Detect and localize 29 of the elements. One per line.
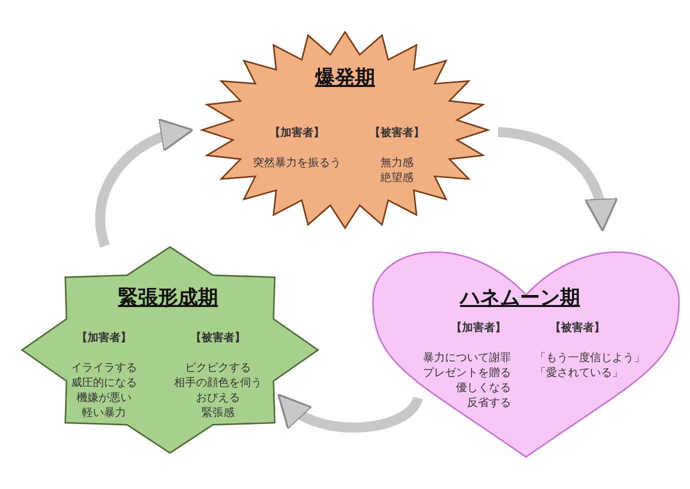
list-item: 絶望感	[380, 170, 414, 185]
phase-title: ハネムーン期	[460, 285, 580, 309]
list-item: 「愛されている」	[535, 365, 623, 380]
role-heading: 【被害者】	[190, 330, 246, 345]
list-item: 機嫌が悪い	[76, 390, 132, 405]
curved-arrow	[276, 394, 423, 432]
list-item: 優しくなる	[456, 380, 511, 395]
list-item: 突然暴力を振るう	[253, 155, 341, 170]
list-item: 相手の顔色を伺う	[174, 375, 262, 390]
list-item: 緊張感	[202, 405, 234, 420]
phase-title: 爆発期	[315, 65, 375, 89]
list-item: 軽い暴力	[82, 405, 126, 420]
role-heading: 【加害者】	[451, 320, 506, 335]
curved-arrow	[498, 127, 617, 232]
phase-title: 緊張形成期	[118, 285, 218, 309]
list-item: 「もう一度信じよう」	[535, 350, 645, 365]
role-heading: 【加害者】	[270, 125, 324, 140]
list-item: 威圧的になる	[71, 375, 137, 390]
list-item: ビクビクする	[185, 360, 251, 375]
role-heading: 【被害者】	[370, 125, 424, 140]
role-heading: 【被害者】	[550, 320, 605, 335]
list-item: イライラする	[71, 360, 137, 375]
curved-arrow	[95, 120, 194, 248]
list-item: 暴力について謝罪	[423, 350, 511, 365]
list-item: 無力感	[380, 155, 414, 170]
list-item: 反省する	[467, 395, 511, 410]
role-heading: 【加害者】	[76, 330, 132, 345]
list-item: おびえる	[196, 390, 240, 405]
list-item: プレゼントを贈る	[423, 365, 511, 380]
